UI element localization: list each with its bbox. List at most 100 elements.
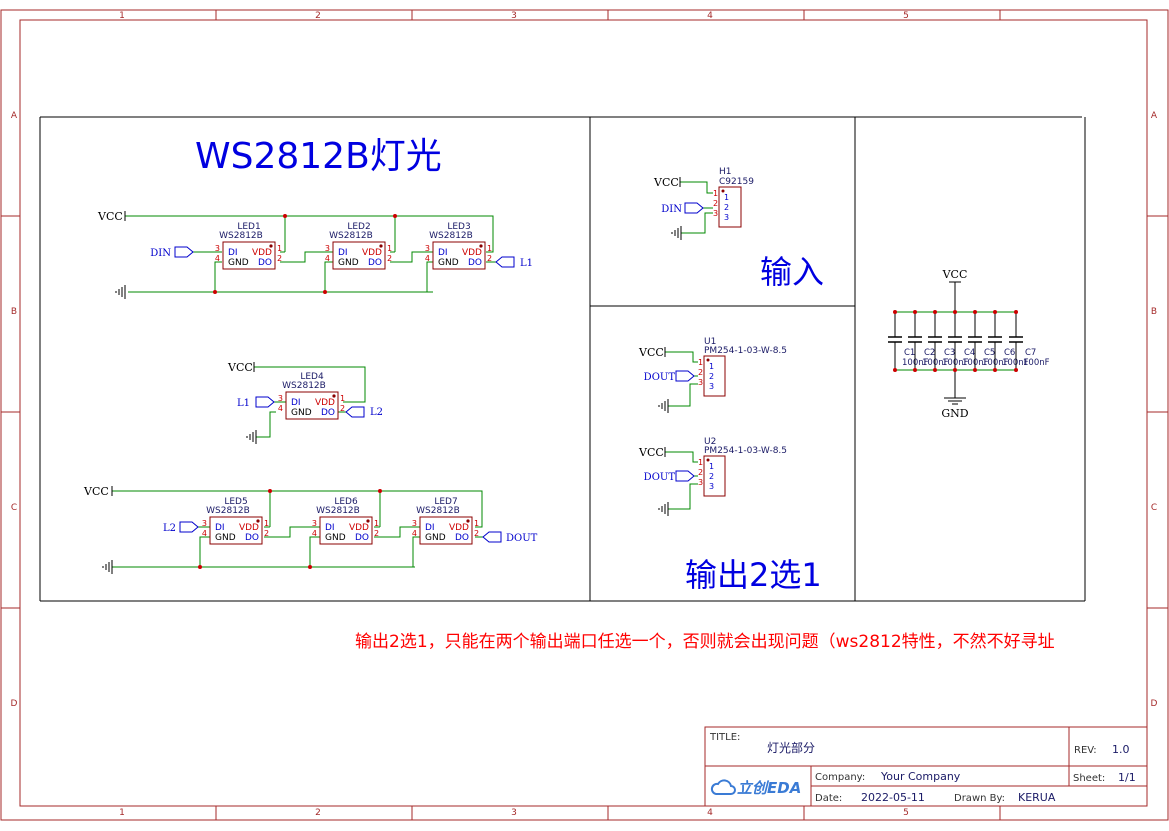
cap-ref: C7 [1025, 348, 1036, 358]
led-value: WS2812B [416, 506, 460, 516]
led-pin-num: 4 [215, 254, 220, 263]
led-pin-do: DO [468, 258, 482, 268]
u2-value: PM254-1-03-W-8.5 [704, 446, 787, 456]
led-ref: LED7 [434, 497, 457, 507]
col-label: 1 [119, 808, 125, 818]
led-ref: LED3 [447, 222, 470, 232]
title-value: 灯光部分 [767, 740, 815, 755]
led-pin-num: 2 [264, 529, 269, 538]
led-pin-vdd: VDD [349, 523, 369, 533]
led-ref: LED2 [347, 222, 370, 232]
led-pin-num: 1 [374, 519, 379, 528]
led-pin-num: 3 [215, 244, 220, 253]
vcc-label: VCC [638, 346, 664, 359]
col-label: 5 [903, 11, 909, 21]
svg-text:2: 2 [709, 372, 714, 381]
svg-text:3: 3 [698, 378, 703, 387]
led-pin-vdd: VDD [315, 398, 335, 408]
led-pin-gnd: GND [215, 533, 236, 543]
led-value: WS2812B [429, 231, 473, 241]
net-label-l2: L2 [370, 407, 383, 418]
date-label: Date: [815, 793, 842, 804]
row-label: D [11, 699, 18, 709]
cap-ref: C4 [964, 348, 975, 358]
svg-text:1: 1 [709, 362, 714, 371]
row-label: B [1151, 307, 1157, 317]
led-pin-do: DO [258, 258, 272, 268]
led-section-title: WS2812B灯光 [195, 136, 442, 177]
svg-text:3: 3 [713, 209, 718, 218]
svg-text:2: 2 [698, 468, 703, 477]
row-label: B [11, 307, 17, 317]
led-pin-num: 3 [412, 519, 417, 528]
sheet-frame: 1 2 3 4 5 1 2 3 4 5 A B C D A B C D [0, 9, 1169, 821]
led-value: WS2812B [316, 506, 360, 516]
cap-ref: C1 [904, 348, 915, 358]
col-label: 2 [315, 808, 321, 818]
svg-text:3: 3 [724, 213, 729, 222]
led-pin-num: 2 [340, 404, 345, 413]
row-label: A [11, 111, 18, 121]
drawn-by-value: KERUA [1018, 791, 1056, 804]
led-pin-num: 4 [425, 254, 430, 263]
rev-value: 1.0 [1112, 743, 1130, 756]
led-pin-vdd: VDD [362, 248, 382, 258]
row-label: A [1151, 111, 1158, 121]
led-pin-di: DI [438, 248, 448, 258]
eda-logo: 立创EDA [737, 779, 801, 797]
company-label: Company: [815, 772, 865, 783]
led-chain-top: VCC DIN L1 [97, 210, 533, 300]
led-chain-middle: VCC L1 L2 [227, 361, 383, 445]
led-value: WS2812B [219, 231, 263, 241]
led-pin-num: 1 [387, 244, 392, 253]
cap-value: 100nF [1002, 358, 1029, 368]
led-pin-di: DI [228, 248, 238, 258]
col-label: 1 [119, 11, 125, 21]
svg-text:2: 2 [709, 472, 714, 481]
svg-text:1: 1 [713, 189, 718, 198]
svg-text:2: 2 [724, 203, 729, 212]
led-pin-gnd: GND [338, 258, 359, 268]
led-pin-di: DI [425, 523, 435, 533]
svg-text:2: 2 [713, 199, 718, 208]
svg-text:1: 1 [709, 462, 714, 471]
led-pin-do: DO [368, 258, 382, 268]
led-pin-vdd: VDD [252, 248, 272, 258]
input-section-title: 输入 [760, 253, 824, 291]
gnd-label: GND [941, 407, 968, 420]
u1-ref: U1 [704, 337, 716, 347]
led-ref: LED4 [300, 372, 324, 382]
led-pin-num: 1 [340, 394, 345, 403]
vcc-label: VCC [638, 446, 664, 459]
cap-ref: C6 [1004, 348, 1015, 358]
net-label-din: DIN [661, 204, 682, 215]
led-pin-do: DO [245, 533, 259, 543]
led-pin-vdd: VDD [462, 248, 482, 258]
led-pin-num: 2 [277, 254, 282, 263]
output-section-title: 输出2选1 [685, 556, 822, 594]
u2-ref: U2 [704, 437, 716, 447]
led-pin-di: DI [338, 248, 348, 258]
sheet-value: 1/1 [1118, 771, 1136, 784]
decoupling-caps: VCC GND C1100nFC2100nFC3100nFC4100nFC510… [888, 268, 1050, 420]
net-label-l2: L2 [163, 523, 176, 534]
led-pin-di: DI [325, 523, 335, 533]
led-pin-num: 2 [487, 254, 492, 263]
net-label-dout: DOUT [644, 372, 676, 383]
col-label: 5 [903, 808, 909, 818]
led-pin-num: 1 [474, 519, 479, 528]
h1-value: C92159 [719, 177, 754, 187]
led-pin-num: 4 [412, 529, 417, 538]
led-pin-num: 3 [278, 394, 283, 403]
led-pin-gnd: GND [325, 533, 346, 543]
net-label-l1: L1 [520, 258, 533, 269]
led-ref: LED5 [224, 497, 247, 507]
